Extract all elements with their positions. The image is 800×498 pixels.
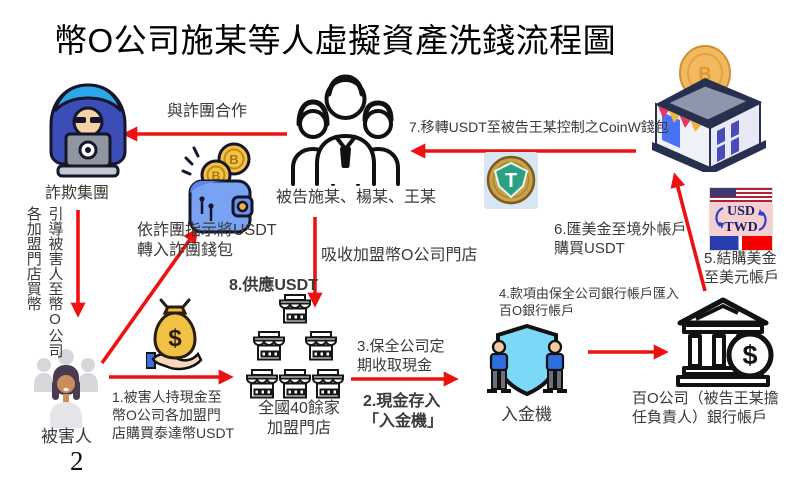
absorb-stores-label: 吸收加盟幣O公司門店 [321, 247, 478, 264]
usd-twd-exchange-icon: USD TWD [710, 188, 772, 250]
cooperate-label: 與詐團合作 [167, 103, 248, 120]
defendants-label: 被告施某、楊某、王某 [276, 189, 437, 206]
step4-label: 4.款項由保全公司銀行帳戶匯入 百O銀行帳戶 [499, 286, 679, 318]
step5-label: 5.結購美金 至美元帳戶 [704, 250, 780, 287]
deposit-machine-label: 入金機 [501, 405, 552, 424]
svg-text:B: B [212, 169, 221, 183]
step8-label: 8.供應USDT [229, 277, 318, 294]
step7-label: 7.移轉USDT至被告王某控制之CoinW錢包 [409, 119, 669, 135]
franchise-stores-label: 全國40餘家 加盟門店 [258, 400, 340, 438]
guide-victims-note: 引導被害人至幣O公司 各加盟門店買幣 [24, 206, 64, 358]
wallet-coins-icon: B B [176, 140, 268, 236]
us-flag-icon [710, 188, 772, 202]
svg-text:B: B [699, 64, 712, 84]
usd-label: USD [726, 204, 755, 219]
twd-label: TWD [724, 220, 758, 235]
money-bag-hand-icon: $ [146, 297, 204, 371]
exchange-arrows-icon [715, 206, 767, 232]
svg-text:$: $ [742, 340, 757, 370]
defendants-group-icon [283, 72, 408, 186]
wallet-instruction-label: 依詐團指示將USDT 轉入詐團錢包 [137, 222, 277, 260]
hacker-icon [38, 80, 138, 182]
step6-label: 6.匯美金至境外帳戶 購買USDT [554, 221, 687, 258]
bank-icon: $ [672, 293, 774, 388]
step3-label: 3.保全公司定 期收取現金 [357, 338, 445, 375]
franchise-stores-icon [244, 292, 346, 402]
fraud-group-label: 詐欺集團 [45, 185, 110, 202]
svg-text:$: $ [168, 325, 182, 352]
page-number: 2 [70, 446, 84, 476]
tether-coin-icon: T [484, 152, 538, 209]
victim-icon [30, 346, 102, 428]
bank-account-label: 百O公司（被告王某擔 任負責人）銀行帳戶 [632, 390, 779, 427]
victim-label: 被害人 [41, 427, 92, 446]
svg-text:B: B [229, 152, 238, 167]
page-title: 幣O公司施某等人虛擬資產洗錢流程圖 [54, 22, 617, 59]
security-guards-shield-icon [484, 320, 570, 408]
step2-label: 2.現金存入 「入金機」 [363, 393, 444, 431]
crypto-shop-icon: B [650, 40, 768, 172]
svg-text:T: T [505, 170, 517, 192]
step1-label: 1.被害人持現金至 幣O公司各加盟門 店購買泰達幣USDT [112, 389, 235, 441]
